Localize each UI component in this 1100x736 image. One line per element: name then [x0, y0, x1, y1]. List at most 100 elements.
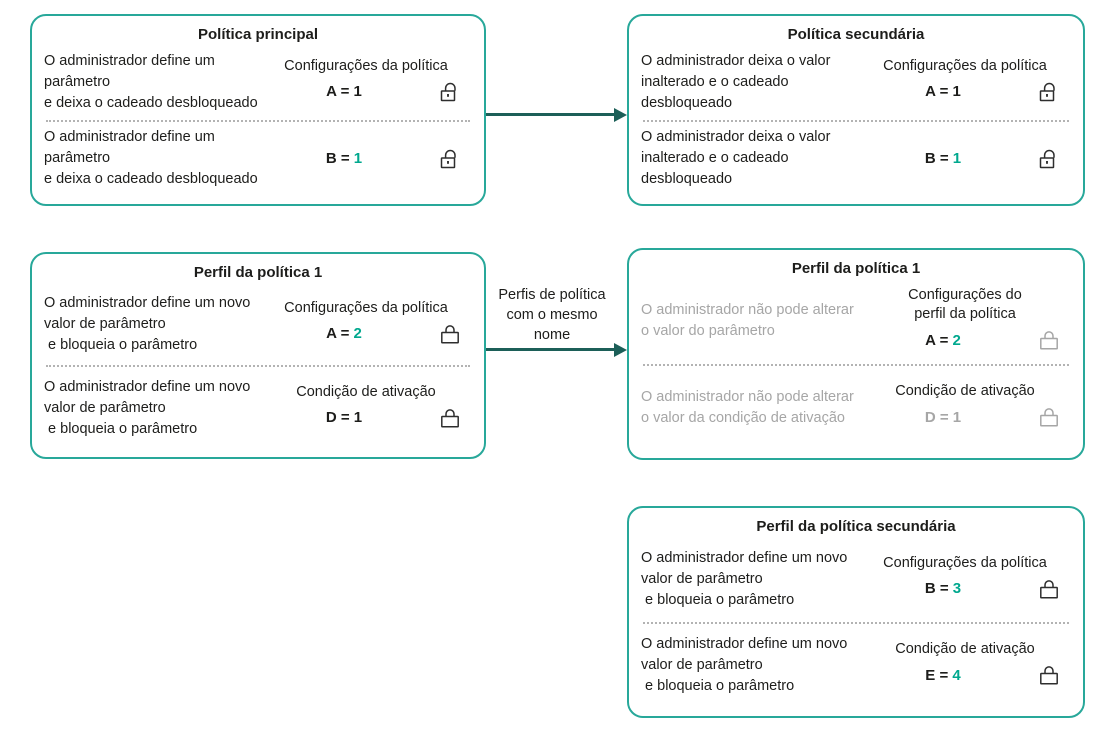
box-rows: O administrador define um novo valor de … [44, 283, 472, 449]
row-divider [643, 621, 1069, 624]
row-settings-column: Configurações da política A = 1 [859, 45, 1071, 120]
value-line: E = 4 [859, 659, 1071, 691]
setting-row: O administrador não pode alterar o valor… [641, 279, 1071, 364]
row-settings-column: Condição de ativação D = 1 [260, 367, 472, 449]
row-settings-column: Configurações da política A = 2 [260, 283, 472, 365]
param-value: B = 1 [260, 150, 428, 167]
param-value: E = 4 [859, 667, 1027, 684]
padlock-icon [428, 147, 472, 171]
padlock-icon [1027, 147, 1071, 171]
param-label: A = [925, 83, 953, 101]
row-description: O administrador deixa o valor inalterado… [641, 129, 831, 188]
row-description: O administrador define um parâmetro e de… [44, 52, 258, 111]
unlocked-padlock-icon [1039, 82, 1055, 101]
row-divider [46, 119, 470, 122]
box-title: Perfil da política 1 [791, 260, 921, 277]
row-settings-column: Condição de ativação D = 1 [859, 366, 1071, 451]
param-number: 2 [952, 331, 961, 349]
value-line: A = 2 [859, 324, 1071, 356]
row-description: O administrador define um parâmetro e de… [44, 129, 258, 188]
box-title: Perfil da política secundária [756, 518, 956, 535]
value-line: B = 3 [859, 573, 1071, 605]
row-description: O administrador define um novo valor de … [44, 378, 251, 437]
settings-header: Configurações da política [883, 554, 1047, 571]
settings-header: Configurações do perfil da política [908, 287, 1022, 323]
setting-row: O administrador define um novo valor de … [641, 537, 1071, 622]
settings-header: Condição de ativação [296, 383, 436, 400]
setting-row: O administrador define um parâmetro e de… [44, 122, 472, 197]
value-line: A = 2 [260, 318, 472, 350]
inheritance-arrow-middle [486, 342, 627, 357]
param-value: D = 1 [260, 409, 428, 426]
param-label: B = [924, 150, 953, 168]
param-label: A = [326, 83, 354, 101]
unlocked-padlock-icon [1039, 149, 1055, 168]
box-title: Perfil da política 1 [193, 264, 323, 281]
param-label: A = [925, 331, 953, 349]
row-description: O administrador deixa o valor inalterado… [641, 52, 831, 111]
param-value: A = 1 [859, 83, 1027, 100]
param-label: E = [925, 666, 953, 684]
policy-profile1-secondary-box: Perfil da política 1 O administrador não… [627, 248, 1085, 460]
arrow-label: Perfis de política com o mesmo nome [498, 287, 606, 343]
box-rows: O administrador define um novo valor de … [641, 537, 1071, 708]
padlock-icon [428, 406, 472, 430]
row-description: O administrador define um novo valor de … [641, 636, 848, 695]
param-number: 1 [353, 150, 363, 168]
locked-padlock-icon [441, 408, 459, 427]
value-line: D = 1 [260, 402, 472, 434]
value-line: D = 1 [859, 401, 1071, 433]
param-number: 1 [952, 83, 961, 101]
unlocked-padlock-icon [440, 149, 456, 168]
inheritance-arrow-top [486, 107, 627, 122]
padlock-icon [428, 322, 472, 346]
padlock-icon [1027, 577, 1071, 601]
box-title: Política secundária [787, 26, 925, 43]
row-settings-column: B = 1 [260, 122, 472, 197]
box-title: Política principal [197, 26, 319, 43]
param-label: B = [325, 150, 354, 168]
settings-header: Condição de ativação [895, 383, 1035, 400]
row-description: O administrador define um novo valor de … [44, 294, 251, 353]
param-number: 1 [952, 408, 962, 426]
locked-padlock-icon [1040, 579, 1058, 599]
value-line: B = 1 [859, 143, 1071, 175]
row-divider [46, 365, 470, 367]
param-number: 4 [952, 666, 961, 684]
param-label: A = [326, 325, 354, 342]
param-number: 1 [952, 150, 962, 168]
value-line: A = 1 [859, 76, 1071, 108]
setting-row: O administrador deixa o valor inalterado… [641, 122, 1071, 197]
row-description: O administrador não pode alterar o valor… [641, 388, 854, 426]
param-label: D = [325, 409, 354, 426]
setting-row: O administrador define um parâmetro e de… [44, 45, 472, 120]
value-line: B = 1 [260, 143, 472, 175]
padlock-icon [1027, 80, 1071, 104]
locked-padlock-icon [1040, 666, 1058, 685]
padlock-icon [1027, 328, 1071, 352]
row-divider [643, 363, 1069, 366]
policy-profile1-box: Perfil da política 1 O administrador def… [30, 252, 486, 459]
param-value: B = 1 [859, 150, 1027, 167]
policy-box-main: Política principal O administrador defin… [30, 14, 486, 206]
policy-box-secondary: Política secundária O administrador deix… [627, 14, 1085, 206]
row-divider [643, 119, 1069, 122]
param-value: D = 1 [859, 409, 1027, 426]
setting-row: O administrador define um novo valor de … [44, 283, 472, 365]
setting-row: O administrador não pode alterar o valor… [641, 366, 1071, 451]
box-rows: O administrador deixa o valor inalterado… [641, 45, 1071, 196]
param-label: D = [924, 408, 953, 426]
row-description: O administrador não pode alterar o valor… [641, 302, 854, 340]
row-description: O administrador define um novo valor de … [641, 549, 848, 608]
box-rows: O administrador define um parâmetro e de… [44, 45, 472, 196]
row-settings-column: Configurações da política B = 3 [859, 537, 1071, 622]
settings-header: Configurações da política [284, 57, 448, 74]
setting-row: O administrador define um novo valor de … [641, 624, 1071, 709]
row-settings-column: B = 1 [859, 122, 1071, 197]
param-label: B = [924, 580, 953, 598]
param-number: 1 [353, 409, 363, 426]
row-settings-column: Condição de ativação E = 4 [859, 624, 1071, 709]
param-value: A = 2 [260, 325, 428, 342]
policy-profile-secondary-box: Perfil da política secundária O administ… [627, 506, 1085, 718]
settings-header: Condição de ativação [895, 641, 1035, 658]
